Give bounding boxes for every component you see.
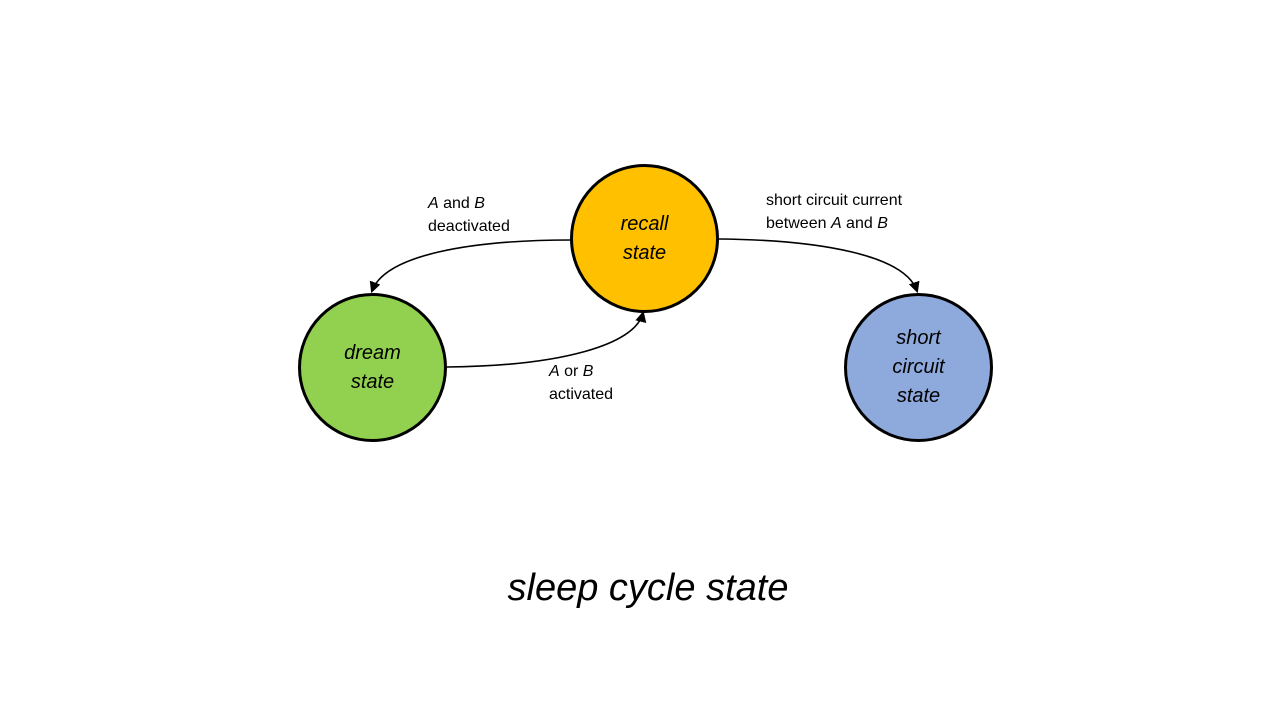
edge-recall-to-dream bbox=[369, 239, 572, 294]
dream-state-label: dream state bbox=[344, 341, 401, 393]
dream-state-node: dream state bbox=[298, 293, 447, 442]
diagram-title: sleep cycle state bbox=[507, 567, 789, 609]
edge-dream-to-recall bbox=[446, 310, 647, 368]
edge-recall-to-short bbox=[718, 238, 920, 294]
edge-label-deactivated: A and B deactivated bbox=[428, 195, 510, 235]
short-circuit-state-node: short circuit state bbox=[844, 293, 993, 442]
recall-state-label: recall state bbox=[620, 212, 669, 264]
edge-label-short-circuit: short circuit current between A and B bbox=[766, 192, 903, 232]
short-circuit-state-label: short circuit state bbox=[892, 327, 945, 407]
edge-label-activated: A or B activated bbox=[549, 363, 614, 403]
recall-state-node: recall state bbox=[570, 164, 719, 313]
